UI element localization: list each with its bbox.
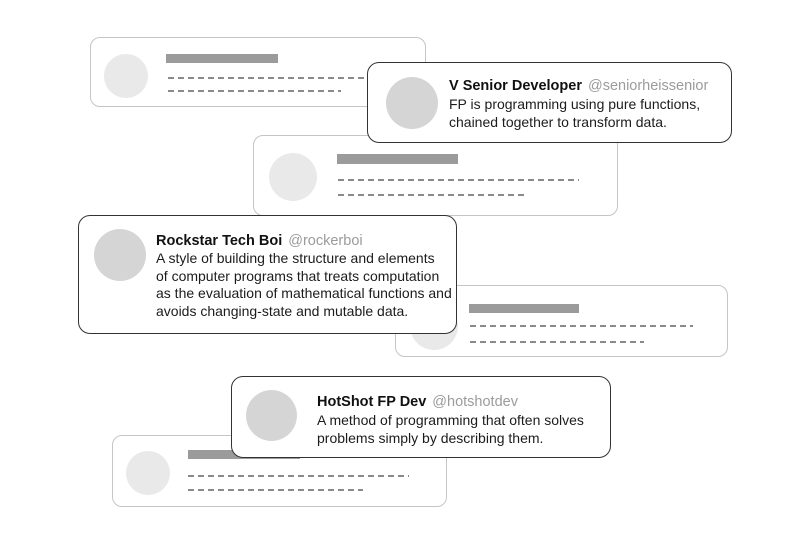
tweet-text-line: A style of building the structure and el… <box>156 250 435 266</box>
tweet-content: V Senior Developer @seniorheissenior FP i… <box>449 77 708 131</box>
tweet-text-line: chained together to transform data. <box>449 114 667 130</box>
tweet-text-line: problems simply by describing them. <box>317 430 544 446</box>
text-placeholder-line <box>168 90 341 92</box>
tweet-text-line: avoids changing-state and mutable data. <box>156 302 409 319</box>
name-placeholder-bar <box>337 154 458 164</box>
text-placeholder-line <box>470 341 644 343</box>
tweet-text-line: A method of programming that often solve… <box>317 412 584 428</box>
tweet-text-line: as the evaluation of mathematical functi… <box>156 285 452 301</box>
tweet-header: V Senior Developer @seniorheissenior <box>449 77 708 95</box>
tweet-card-hotshot-fp-dev: HotShot FP Dev @hotshotdev A method of pr… <box>231 376 611 458</box>
tweet-text-line: of computer programs that treats computa… <box>156 267 440 284</box>
avatar <box>94 229 146 281</box>
tweet-card-senior-developer: V Senior Developer @seniorheissenior FP i… <box>367 62 732 143</box>
text-placeholder-line <box>168 77 368 79</box>
text-placeholder-line <box>470 325 693 327</box>
avatar-placeholder <box>269 153 317 201</box>
avatar <box>386 77 438 129</box>
user-handle: @rockerboi <box>288 233 363 249</box>
tweet-content: Rockstar Tech Boi @rockerboi A style of b… <box>156 232 452 320</box>
tweet-content: HotShot FP Dev @hotshotdev A method of pr… <box>317 393 584 447</box>
text-placeholder-line <box>338 179 579 181</box>
display-name: Rockstar Tech Boi <box>156 233 283 249</box>
placeholder-tweet-card <box>253 135 618 216</box>
display-name: HotShot FP Dev <box>317 394 427 410</box>
tweet-header: Rockstar Tech Boi @rockerboi <box>156 232 452 250</box>
text-placeholder-line <box>338 194 526 196</box>
avatar-placeholder <box>104 54 148 98</box>
display-name: V Senior Developer <box>449 78 582 94</box>
name-placeholder-bar <box>166 54 278 63</box>
tweet-header: HotShot FP Dev @hotshotdev <box>317 393 584 411</box>
user-handle: @hotshotdev <box>432 394 518 410</box>
avatar-placeholder <box>126 451 170 495</box>
text-placeholder-line <box>188 489 363 491</box>
user-handle: @seniorheissenior <box>587 78 709 94</box>
avatar <box>246 390 297 441</box>
text-placeholder-line <box>188 475 409 477</box>
tweet-card-rockstar-tech-boi: Rockstar Tech Boi @rockerboi A style of b… <box>78 215 457 334</box>
name-placeholder-bar <box>469 304 579 313</box>
tweet-text-line: FP is programming using pure functions, <box>449 96 701 112</box>
